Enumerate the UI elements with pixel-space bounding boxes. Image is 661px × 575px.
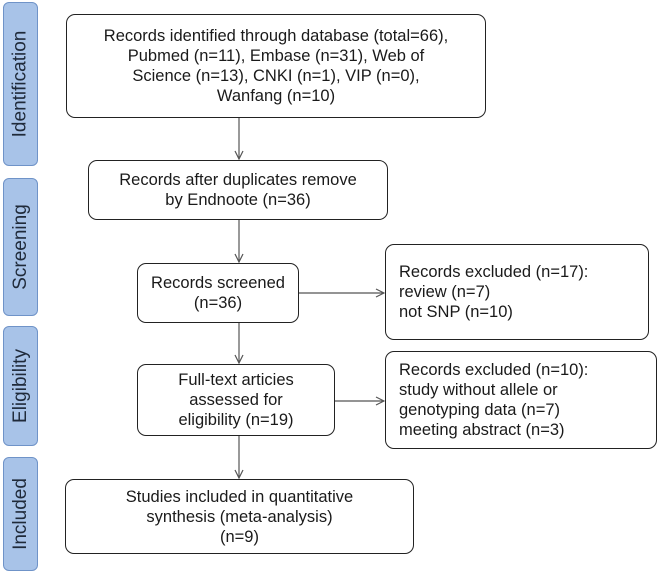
box-text-line: Full-text articies: [178, 371, 294, 389]
box-text-line: by Endnoote (n=36): [165, 191, 311, 209]
box-text-line: Records excluded (n=17):: [399, 263, 589, 281]
box-text-line: assessed for: [189, 391, 283, 409]
box-text-line: study without allele or: [399, 381, 558, 399]
box-text-line: not SNP (n=10): [399, 303, 513, 321]
records-excluded-eligibility-box: Records excluded (n=10): study without a…: [385, 351, 657, 449]
box-text-line: Pubmed (n=11), Embase (n=31), Web of: [127, 47, 425, 65]
records-after-duplicates-box: Records after duplicates remove by Endno…: [88, 160, 388, 220]
box-text-line: Records excluded (n=10):: [399, 361, 589, 379]
box-text-line: Records after duplicates remove: [119, 171, 357, 189]
studies-included-box: Studies included in quantitative synthes…: [65, 479, 414, 554]
stage-included: Included: [3, 457, 38, 571]
box-text-line: Records identified through database (tot…: [103, 27, 449, 45]
box-text-line: Records screened: [151, 274, 285, 292]
records-excluded-screening-box: Records excluded (n=17): review (n=7) no…: [385, 244, 649, 340]
box-text-line: (n=9): [220, 527, 259, 546]
box-text-line: genotyping data (n=7): [399, 401, 560, 419]
box-text-line: eligibility (n=19): [178, 411, 294, 429]
stage-screening: Screening: [3, 178, 38, 316]
box-text-line: review (n=7): [399, 283, 491, 301]
box-text-line: synthesis (meta-analysis): [146, 507, 333, 526]
box-text-line: Science (n=13), CNKI (n=1), VIP (n=0),: [132, 67, 420, 85]
box-text-line: Wanfang (n=10): [216, 87, 336, 105]
fulltext-assessed-box: Full-text articies assessed for eligibil…: [137, 364, 335, 436]
stage-identification: Identification: [3, 2, 38, 166]
box-text-line: (n=36): [193, 294, 243, 312]
box-text-line: Studies included in quantitative: [125, 487, 354, 506]
records-screened-box: Records screened (n=36): [137, 263, 299, 323]
records-identified-box: Records identified through database (tot…: [66, 14, 486, 118]
stage-eligibility: Eligibility: [3, 326, 38, 446]
box-text-line: meeting abstract (n=3): [399, 421, 565, 439]
